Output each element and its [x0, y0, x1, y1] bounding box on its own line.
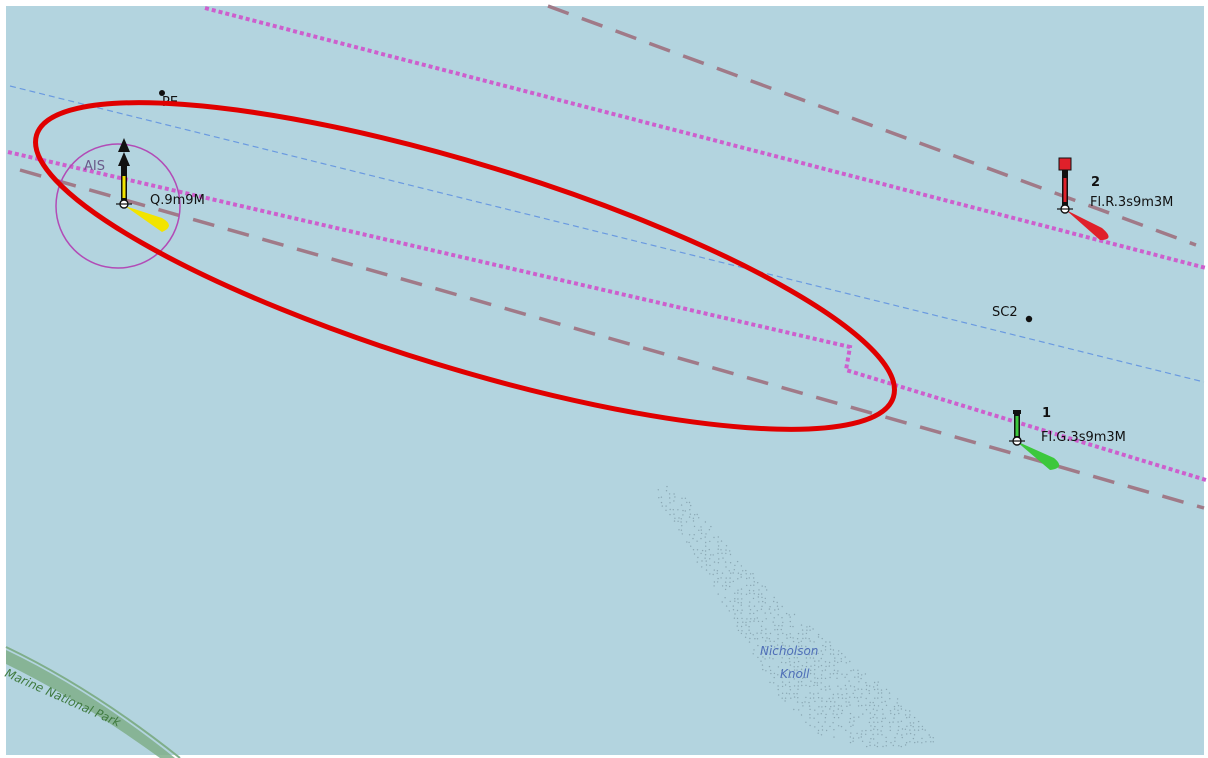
port-beacon[interactable]: 2 Fl.R.3s9m3M — [1057, 157, 1173, 240]
starboard-beacon-number: 1 — [1042, 406, 1051, 421]
point-sc2-label: SC2 — [992, 305, 1018, 320]
starboard-beacon[interactable]: 1 Fl.G.3s9m3M — [1009, 406, 1126, 470]
shoal-area — [657, 485, 934, 748]
point-marker-icon — [1025, 315, 1033, 323]
port-beacon-number: 2 — [1091, 175, 1100, 190]
ais-target-ring-icon — [55, 143, 181, 269]
light-flare-icon — [125, 206, 169, 232]
lead-light-characteristic: Q.9m9M — [150, 193, 205, 208]
point-marker-icon — [159, 90, 165, 96]
ais-target[interactable]: AIS — [55, 143, 181, 269]
point-sc2[interactable]: SC2 — [992, 305, 1033, 323]
beacon-with-topmark-icon — [116, 138, 132, 209]
traffic-lane-lines — [19, 4, 1205, 510]
shoal-name-line-1: Nicholson — [760, 644, 818, 658]
light-flare-icon — [1016, 441, 1060, 470]
ais-label: AIS — [84, 159, 105, 174]
route-lines — [9, 85, 1205, 383]
sea-area — [6, 6, 1204, 755]
fairway-boundary-lines — [7, 6, 1207, 482]
port-lateral-beacon-icon — [1057, 157, 1073, 214]
highlight-ellipse — [33, 100, 897, 432]
marine-park-boundary — [5, 646, 181, 758]
lead-beacon[interactable]: Q.9m9M — [116, 138, 205, 232]
starboard-light-characteristic: Fl.G.3s9m3M — [1041, 430, 1126, 445]
shoal-name-line-2: Knoll — [780, 667, 810, 681]
port-light-characteristic: Fl.R.3s9m3M — [1090, 195, 1173, 210]
starboard-lateral-beacon-icon — [1009, 410, 1025, 446]
light-flare-icon — [1066, 210, 1109, 240]
